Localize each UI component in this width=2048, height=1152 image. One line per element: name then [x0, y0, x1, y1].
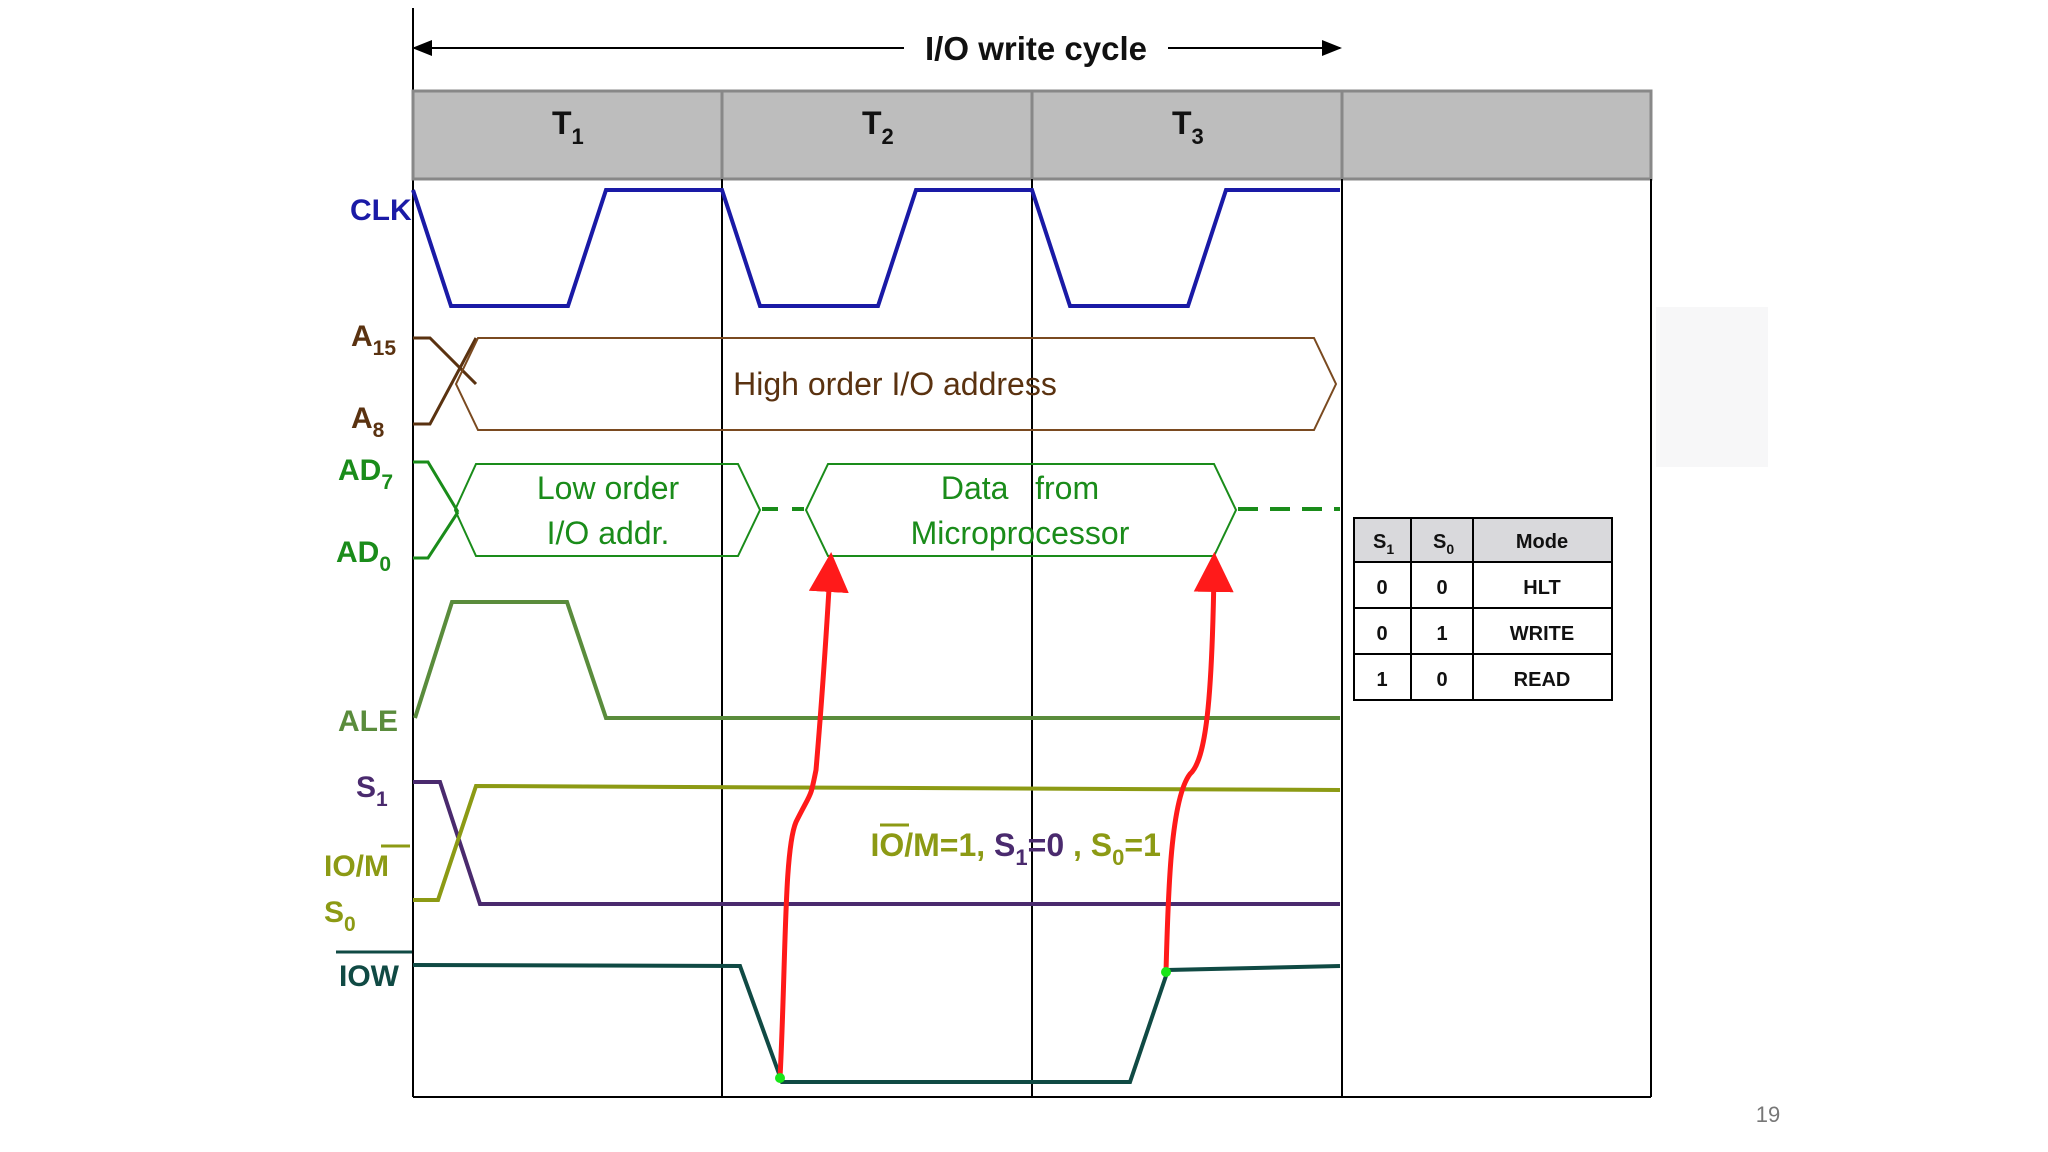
mode-table: S1 S0 Mode 0 0 HLT 0 1 WRITE 1 0 READ	[1353, 517, 1613, 701]
t1-header-box	[411, 89, 724, 181]
mode-table-cell: WRITE	[1510, 623, 1574, 645]
low-address-text-1: Low order	[537, 470, 680, 506]
ad7-lead-in	[413, 460, 460, 513]
data-text-2: Microprocessor	[911, 515, 1130, 551]
ale-waveform	[413, 600, 1340, 720]
a8-lead-in	[413, 337, 478, 426]
write-data-arrow-2	[1163, 552, 1234, 973]
iow-fall-dot	[775, 1073, 785, 1083]
write-data-arrow-1	[777, 552, 849, 1079]
cycle-title: I/O write cycle	[925, 30, 1147, 67]
high-order-address-text: High order I/O address	[733, 366, 1057, 402]
t3-header-box	[1030, 89, 1344, 181]
clk-label: CLK	[350, 194, 412, 227]
s1-label: S1	[356, 771, 388, 811]
clk-waveform	[411, 188, 1340, 308]
s0-label: S0	[324, 896, 356, 936]
mode-table-cell: 0	[1436, 577, 1447, 599]
mode-table-cell: 0	[1376, 577, 1387, 599]
a8-label: A8	[351, 402, 385, 442]
t2-header-box	[720, 89, 1034, 181]
status-note: IO/M=1, S1=0 , S0=1	[826, 827, 1188, 870]
mode-table-cell: 0	[1436, 669, 1447, 691]
t1-label: T1	[552, 105, 584, 149]
mode-table-cell: READ	[1514, 669, 1571, 691]
mode-table-header-bg	[1354, 518, 1612, 562]
iow-label: IOW	[339, 960, 400, 993]
ad0-lead-in	[413, 511, 460, 560]
ad0-label: AD0	[336, 536, 391, 576]
t-state-header: T1 T2 T3	[411, 89, 1653, 181]
data-text-1: Data from	[941, 470, 1099, 506]
a15-label: A15	[351, 320, 396, 360]
mode-table-cell: 1	[1376, 669, 1387, 691]
t3-label: T3	[1172, 105, 1204, 149]
mode-table-cell: 1	[1436, 623, 1447, 645]
ale-label: ALE	[338, 705, 398, 738]
iow-waveform	[412, 963, 1341, 1084]
low-address-text-2: I/O addr.	[547, 515, 670, 551]
iow-rise-dot	[1161, 967, 1171, 977]
ad7-label: AD7	[338, 454, 393, 494]
iom-s0-waveform	[413, 783, 1341, 902]
s1-waveform	[413, 780, 1340, 906]
mode-table-cell: 0	[1376, 623, 1387, 645]
mode-table-cell: HLT	[1523, 577, 1560, 599]
mode-table-header-s0: S0	[1433, 531, 1454, 557]
t2-label: T2	[862, 105, 894, 149]
mode-table-header-mode: Mode	[1516, 531, 1568, 553]
iom-label: IO/M	[324, 850, 389, 883]
timing-grid	[413, 179, 1652, 1098]
t4-header-box	[1340, 89, 1653, 181]
background-shade	[1656, 307, 1768, 467]
mode-table-header-s1: S1	[1373, 531, 1394, 557]
high-order-address-bus	[454, 337, 1338, 431]
page-number: 19	[1756, 1102, 1780, 1127]
low-order-address-bus	[453, 463, 762, 557]
